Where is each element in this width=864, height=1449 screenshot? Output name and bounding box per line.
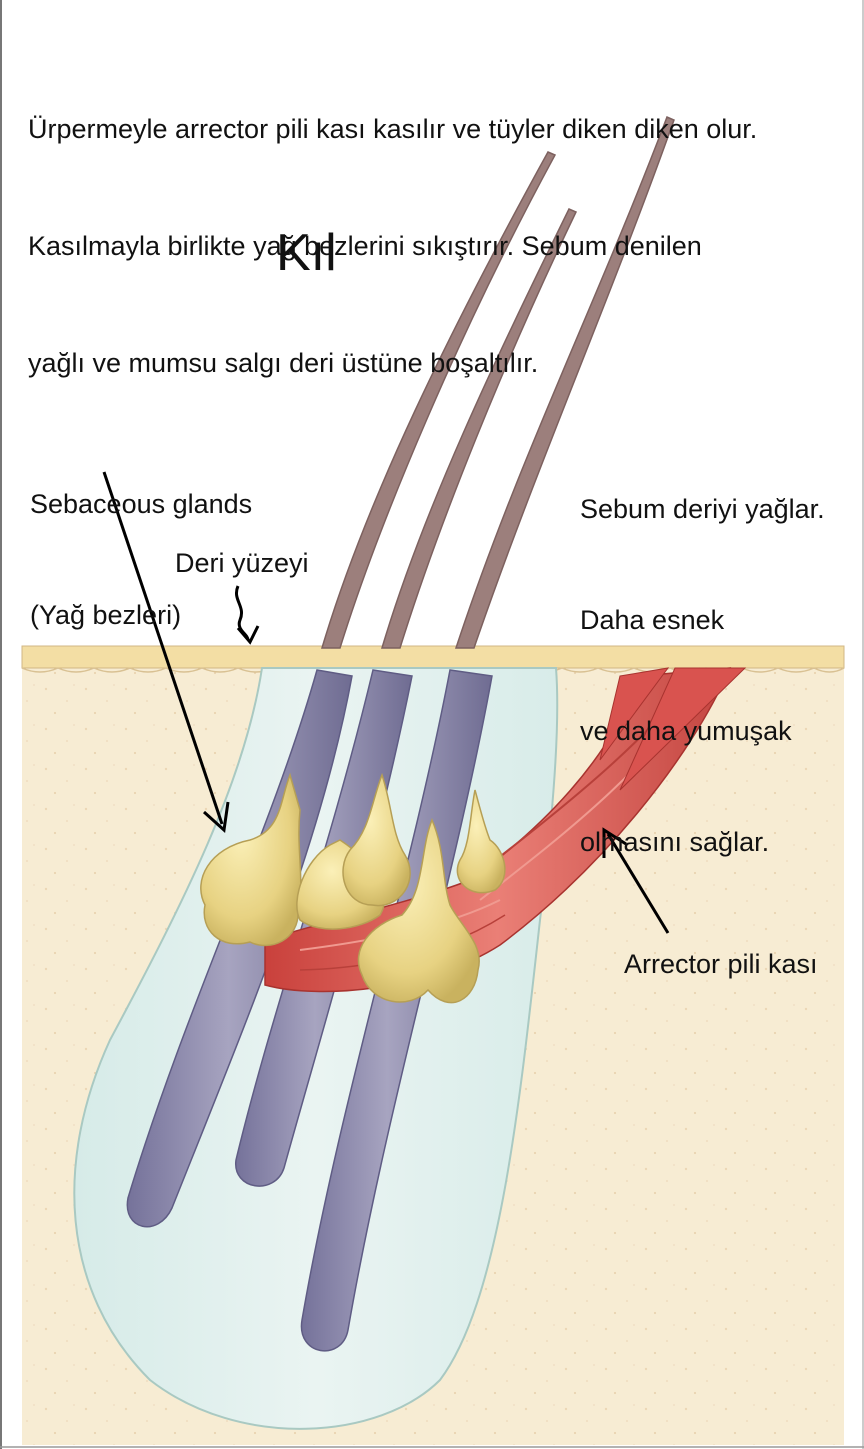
sebum-note-line: Daha esnek bbox=[580, 602, 825, 639]
intro-line: Kasılmayla birlikte yağ bezlerini sıkışt… bbox=[28, 227, 757, 266]
skin-surface-label: Deri yüzeyi bbox=[175, 547, 309, 579]
arrector-pili-label: Arrector pili kası bbox=[624, 948, 818, 980]
sebaceous-label-en: Sebaceous glands bbox=[30, 486, 252, 523]
intro-text: Ürpermeyle arrector pili kası kasılır ve… bbox=[28, 32, 757, 461]
intro-line: Ürpermeyle arrector pili kası kasılır ve… bbox=[28, 110, 757, 149]
intro-line: yağlı ve mumsu salgı deri üstüne boşaltı… bbox=[28, 344, 757, 383]
sebum-note-line: olmasını sağlar. bbox=[580, 824, 825, 861]
sebum-note: Sebum deriyi yağlar. Daha esnek ve daha … bbox=[580, 417, 825, 935]
sebum-note-line: Sebum deriyi yağlar. bbox=[580, 491, 825, 528]
sebum-note-line: ve daha yumuşak bbox=[580, 713, 825, 750]
sebaceous-label-tr: (Yağ bezleri) bbox=[30, 597, 252, 634]
diagram-title: Kıl bbox=[276, 222, 337, 284]
